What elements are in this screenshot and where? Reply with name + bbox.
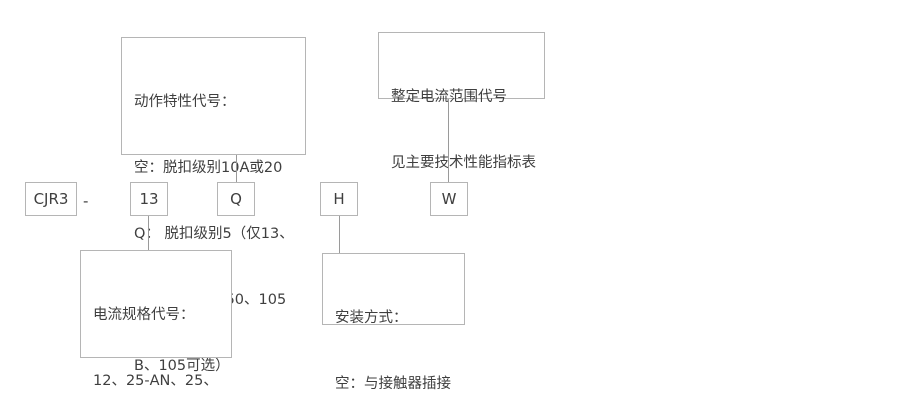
connector-setting-current-range bbox=[448, 99, 449, 182]
note-line: 安装方式： bbox=[335, 310, 408, 327]
code-box-label: W bbox=[441, 189, 457, 208]
note-line: 空：与接触器插接 bbox=[335, 376, 451, 393]
code-box-tripping-characteristic: Q bbox=[217, 182, 255, 216]
code-box-setting-current-range: W bbox=[430, 182, 468, 216]
note-line: 整定电流范围代号 bbox=[391, 89, 507, 106]
note-line: 空：脱扣级别10A或20 bbox=[134, 160, 283, 177]
mounting-method-note-box: 安装方式： 空：与接触器插接 H 独立安装 bbox=[322, 253, 465, 392]
code-box-mounting-method: H bbox=[320, 182, 358, 216]
note-line: 12、25-AN、25、 bbox=[93, 373, 218, 390]
connector-current-rating bbox=[148, 216, 149, 250]
code-box-label: 13 bbox=[139, 189, 159, 208]
tripping-characteristic-note-box: 动作特性代号： 空：脱扣级别10A或20 Q： 脱扣级别5（仅13、 25-AN… bbox=[121, 37, 306, 374]
note-line: B、105可选） bbox=[134, 358, 230, 375]
note-line: Q： 脱扣级别5（仅13、 bbox=[134, 226, 294, 243]
note-line: 动作特性代号： bbox=[134, 94, 236, 111]
connector-tripping-characteristic bbox=[236, 155, 237, 182]
setting-current-range-note-box: 整定电流范围代号 见主要技术性能指标表 bbox=[378, 32, 545, 171]
note-line: 见主要技术性能指标表 bbox=[391, 155, 536, 172]
code-box-label: H bbox=[333, 189, 345, 208]
connector-mounting-method bbox=[339, 216, 340, 253]
note-line: 电流规格代号： bbox=[93, 307, 195, 324]
code-separator-dash: - bbox=[83, 192, 89, 210]
code-box-series: CJR3 bbox=[25, 182, 77, 216]
code-box-current-rating: 13 bbox=[130, 182, 168, 216]
code-box-label: CJR3 bbox=[33, 189, 69, 208]
current-rating-note-box: 电流规格代号： 12、25-AN、25、 50、105B、105、 160B、1… bbox=[80, 250, 232, 389]
code-box-label: Q bbox=[230, 189, 242, 208]
